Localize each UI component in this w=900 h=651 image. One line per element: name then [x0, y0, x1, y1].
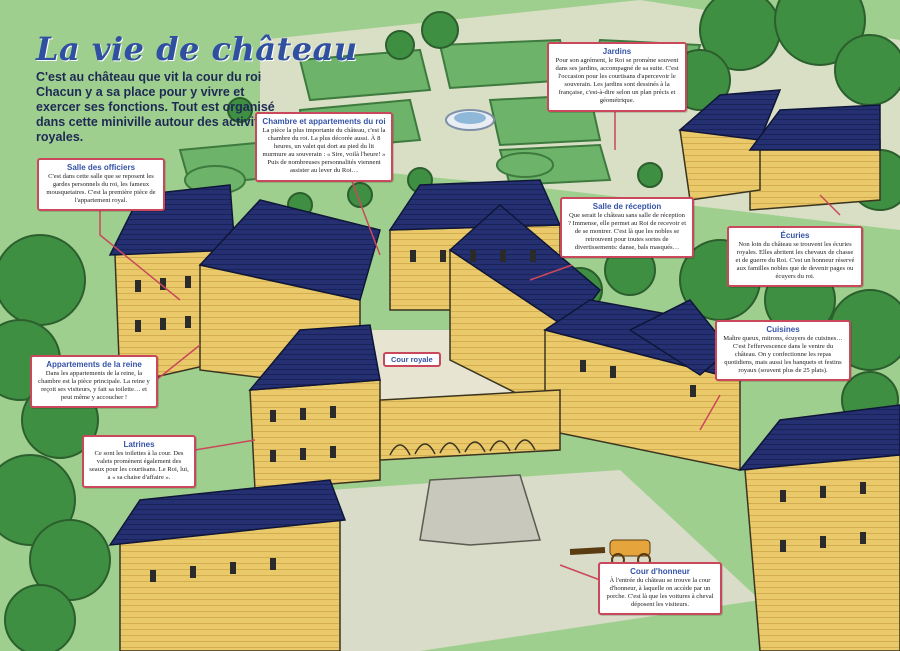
annotation-heading: Salle des officiers — [66, 163, 136, 172]
annotation-chambre-du-roi: Chambre et appartements du roi La pièce … — [255, 112, 393, 182]
annotation-heading: Chambre et appartements du roi — [262, 117, 386, 126]
fountain-icon — [445, 109, 495, 131]
annotation-heading: Jardins — [602, 47, 632, 56]
label-cour-royale: Cour royale — [383, 352, 441, 367]
annotation-heading: Latrines — [123, 440, 155, 449]
chateau-roofs — [108, 89, 900, 546]
annotation-salle-des-officiers: Salle des officiers C'est dans cette sal… — [37, 158, 165, 212]
intro-text: C'est au château que vit la cour du roi … — [36, 70, 275, 144]
annotation-text: Pour son agrément, le Roi se promène sou… — [555, 57, 679, 105]
annotation-heading: Cuisines — [766, 325, 800, 334]
annotation-text: Dans les appartements de la reine, la ch… — [38, 370, 150, 402]
annotation-text: Que serait le château sans salle de réce… — [567, 212, 687, 252]
annotation-jardins: Jardins Pour son agrément, le Roi se pro… — [547, 42, 687, 112]
annotation-cuisines: Cuisines Maître queux, mitrons, écuyers … — [715, 320, 851, 382]
annotation-text: Ce sont les toilettes à la cour. Des val… — [89, 450, 189, 482]
windows — [135, 250, 866, 582]
annotation-text: C'est dans cette salle que se reposent l… — [46, 173, 156, 205]
page-title: La vie de château — [36, 30, 358, 68]
annotation-heading: Salle de réception — [592, 202, 662, 211]
annotation-ecuries: Écuries Non loin du château se trouvent … — [727, 226, 863, 288]
annotation-text: Non loin du château se trouvent les écur… — [735, 241, 855, 281]
annotation-text: À l'entrée du château se trouve la cour … — [606, 577, 714, 609]
annotation-heading: Appartements de la reine — [46, 360, 142, 369]
annotation-appartements-reine: Appartements de la reine Dans les appart… — [30, 355, 158, 409]
annotation-salle-de-reception: Salle de réception Que serait le château… — [560, 197, 694, 259]
carriage-icon — [569, 539, 651, 567]
annotation-heading: Écuries — [780, 231, 810, 240]
annotation-text: La pièce la plus importante du château, … — [262, 127, 386, 175]
staircase — [419, 474, 541, 546]
annotation-cour-d-honneur: Cour d'honneur À l'entrée du château se … — [598, 562, 722, 616]
arcade — [389, 439, 536, 456]
annotation-latrines: Latrines Ce sont les toilettes à la cour… — [82, 435, 196, 489]
annotation-heading: Cour d'honneur — [630, 567, 690, 576]
annotation-text: Maître queux, mitrons, écuyers de cuisin… — [723, 335, 843, 375]
chateau-walls — [114, 119, 900, 651]
